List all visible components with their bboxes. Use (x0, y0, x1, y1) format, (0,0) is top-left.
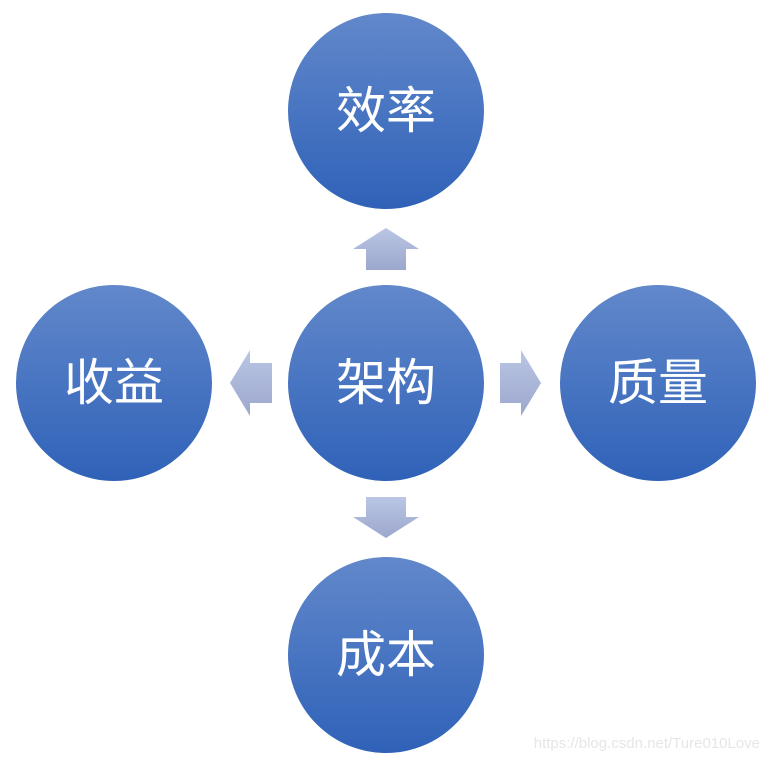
node-right-label: 质量 (608, 354, 708, 412)
node-center: 架构 (288, 285, 484, 481)
node-bottom: 成本 (288, 557, 484, 753)
node-top: 效率 (288, 13, 484, 209)
node-right: 质量 (560, 285, 756, 481)
watermark: https://blog.csdn.net/Ture010Love (533, 735, 760, 752)
node-left: 收益 (16, 285, 212, 481)
arrow-down-icon (353, 497, 419, 538)
node-center-label: 架构 (336, 354, 436, 412)
arrow-right-icon (500, 350, 541, 416)
node-top-label: 效率 (336, 82, 436, 140)
node-left-label: 收益 (64, 354, 164, 412)
arrow-left-icon (230, 350, 272, 416)
arrow-up-icon (353, 228, 419, 270)
node-bottom-label: 成本 (336, 626, 436, 684)
